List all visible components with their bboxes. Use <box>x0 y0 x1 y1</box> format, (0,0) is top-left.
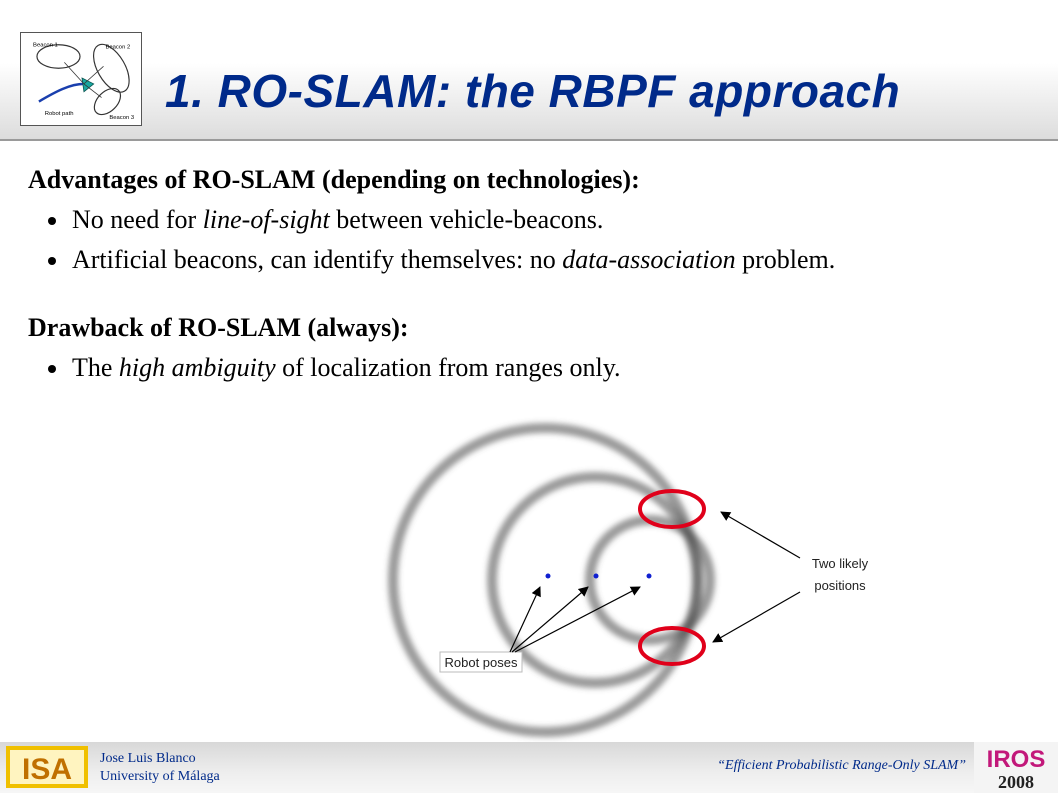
text-span: No need for <box>72 205 203 234</box>
thumb-robot-path-label: Robot path <box>45 111 74 117</box>
range-ring-2 <box>487 472 703 688</box>
emphasis: data-association <box>562 245 736 274</box>
slide-title: 1. RO-SLAM: the RBPF approach <box>165 65 901 117</box>
robot-pose-dot <box>593 573 599 579</box>
advantages-list: No need for line-of-sight between vehicl… <box>28 200 1048 280</box>
arrow <box>720 511 801 559</box>
emphasis: high ambiguity <box>118 353 276 382</box>
drawback-item: The high ambiguity of localization from … <box>28 348 1048 388</box>
likely-position-marker <box>638 626 706 666</box>
range-ring-1 <box>388 423 702 737</box>
header-band <box>0 0 1058 140</box>
range-rings-figure: Two likely positions Robot poses <box>370 423 930 750</box>
text-span: between vehicle-beacons. <box>329 205 604 234</box>
arrow <box>514 586 641 653</box>
isa-logo: ISA <box>6 746 88 788</box>
likely-position-marker <box>638 489 706 529</box>
emphasis: line-of-sight <box>202 205 330 234</box>
advantage-item: Artificial beacons, can identify themsel… <box>28 240 1048 280</box>
iros-logo: IROS 2008 <box>974 742 1058 793</box>
text-span: The <box>72 353 119 382</box>
isa-logo-text: ISA <box>22 753 72 786</box>
arrow <box>509 586 541 653</box>
author-name: Jose Luis Blanco <box>100 751 196 766</box>
iros-year-text: 2008 <box>998 772 1034 792</box>
text-span: Artificial beacons, can identify themsel… <box>72 245 563 274</box>
footer-bar <box>0 742 1058 793</box>
arrow <box>511 586 589 653</box>
advantages-section: Advantages of RO-SLAM (depending on tech… <box>28 160 1048 280</box>
robot-pose-dot <box>646 573 652 579</box>
arrow <box>712 591 801 643</box>
thumb-beacon3-label: Beacon 3 <box>109 115 134 121</box>
thumb-beacon2-label: Beacon 2 <box>105 45 130 51</box>
robot-poses-label-box <box>439 651 523 673</box>
advantages-heading: Advantages of RO-SLAM (depending on tech… <box>28 165 640 194</box>
iros-logo-text: IROS <box>987 746 1046 773</box>
author-affiliation: University of Málaga <box>100 769 220 784</box>
robot-poses-label: Robot poses <box>445 655 518 670</box>
drawback-heading: Drawback of RO-SLAM (always): <box>28 313 409 342</box>
header-divider <box>0 139 1058 141</box>
thumb-beacon1-label: Beacon 1 <box>33 43 58 49</box>
beacons-thumbnail: Beacon 1 Beacon 2 Beacon 3 Robot path <box>20 32 142 126</box>
drawback-list: The high ambiguity of localization from … <box>28 348 1048 388</box>
text-span: problem. <box>735 245 836 274</box>
robot-pose-dot <box>545 573 551 579</box>
drawback-section: Drawback of RO-SLAM (always): The high a… <box>28 308 1048 388</box>
slide-content: Advantages of RO-SLAM (depending on tech… <box>28 160 1048 388</box>
talk-title-footer: “Efficient Probabilistic Range-Only SLAM… <box>717 758 966 773</box>
two-likely-positions-label: positions <box>814 578 866 593</box>
advantage-item: No need for line-of-sight between vehicl… <box>28 200 1048 240</box>
text-span: of localization from ranges only. <box>275 353 621 382</box>
author-block: Jose Luis Blanco University of Málaga <box>100 750 220 786</box>
two-likely-positions-label: Two likely <box>812 556 869 571</box>
